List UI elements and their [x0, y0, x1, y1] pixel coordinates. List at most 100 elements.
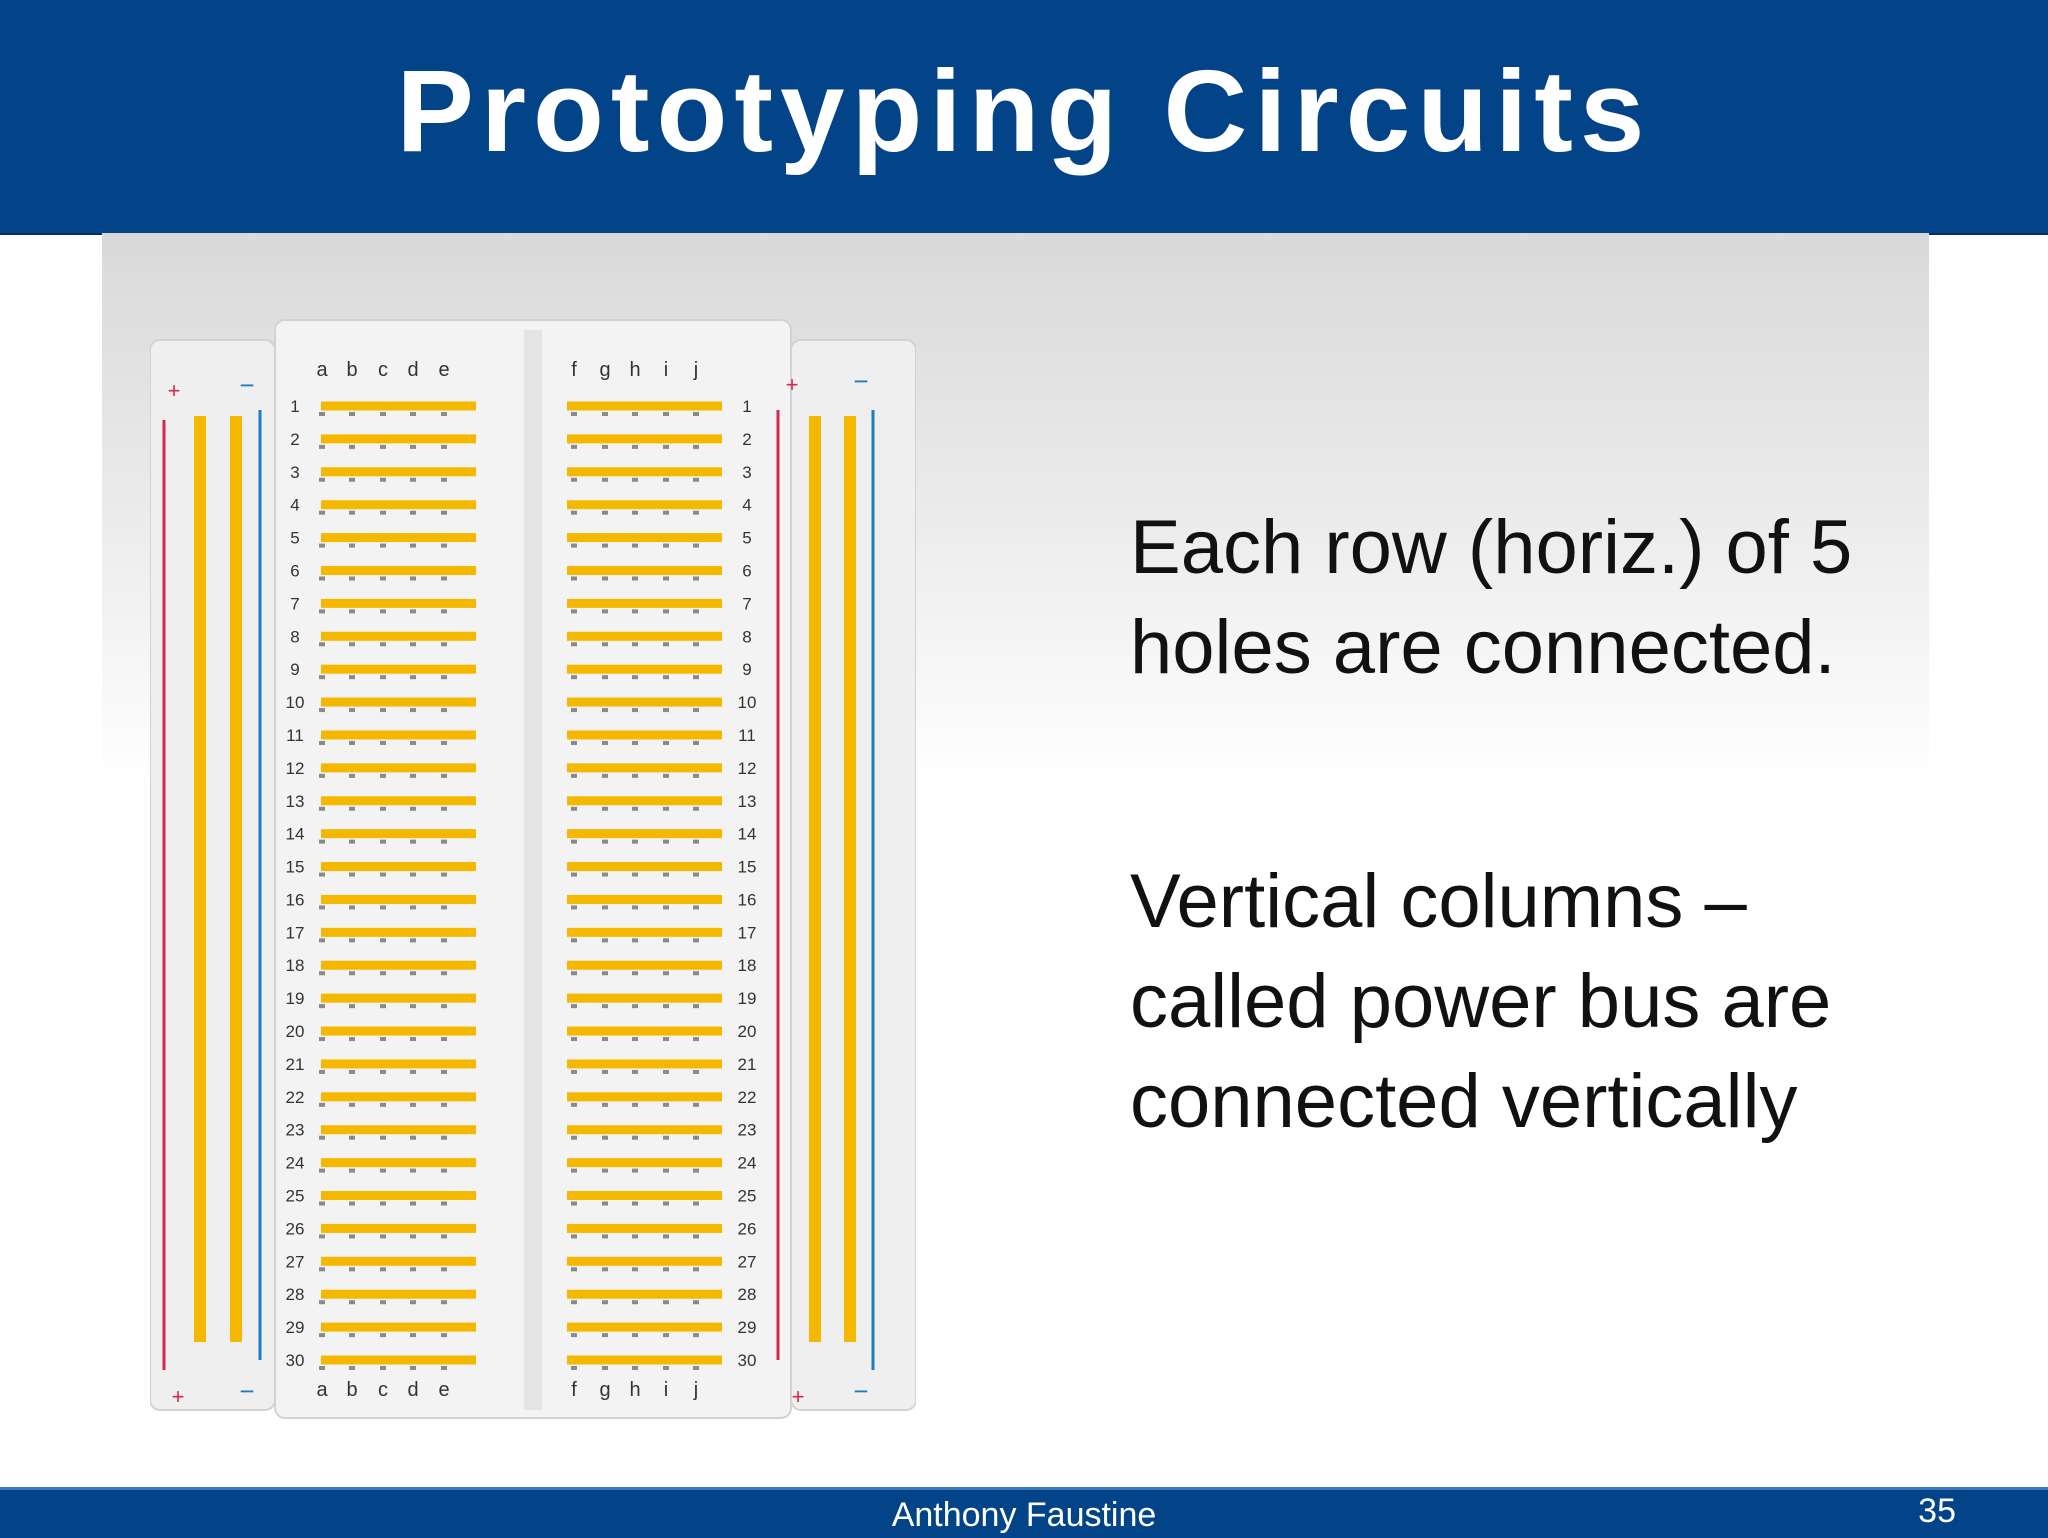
- column-letter: e: [438, 359, 449, 381]
- row-number: 12: [738, 759, 757, 778]
- hole: [349, 609, 355, 614]
- row-number: 6: [290, 561, 299, 580]
- row-strip-right: [567, 697, 722, 707]
- hole: [693, 1069, 699, 1074]
- row-strip-left: [321, 631, 476, 641]
- hole: [441, 1168, 447, 1173]
- hole: [349, 1168, 355, 1173]
- row-number: 24: [738, 1154, 757, 1173]
- row-number: 12: [286, 759, 305, 778]
- hole: [441, 642, 447, 647]
- hole: [349, 477, 355, 482]
- hole: [693, 1037, 699, 1042]
- row-strip-right: [567, 1092, 722, 1102]
- hole: [319, 1102, 325, 1107]
- row-number: 21: [286, 1055, 305, 1074]
- hole: [441, 444, 447, 449]
- row-number: 11: [286, 726, 304, 745]
- hole: [663, 642, 669, 647]
- hole: [663, 543, 669, 548]
- row-strip-left: [321, 1223, 476, 1233]
- column-letter: h: [629, 359, 640, 381]
- row-number: 30: [286, 1351, 305, 1370]
- hole: [632, 510, 638, 515]
- hole: [602, 872, 608, 877]
- hole: [693, 576, 699, 581]
- row-strip-right: [567, 500, 722, 510]
- row-strip-right: [567, 664, 722, 674]
- hole: [693, 477, 699, 482]
- hole: [441, 1102, 447, 1107]
- hole: [380, 1201, 386, 1206]
- hole: [663, 444, 669, 449]
- hole: [663, 1135, 669, 1140]
- hole: [319, 773, 325, 778]
- row-number: 22: [738, 1088, 757, 1107]
- hole: [602, 543, 608, 548]
- hole: [602, 806, 608, 811]
- hole: [663, 806, 669, 811]
- row-strip-right: [567, 960, 722, 970]
- right-power-strip: [844, 416, 856, 1342]
- row-strip-left: [321, 1322, 476, 1332]
- column-letter: f: [571, 1379, 577, 1401]
- hole: [319, 839, 325, 844]
- row-strip-left: [321, 401, 476, 411]
- hole: [602, 773, 608, 778]
- hole: [380, 1267, 386, 1272]
- hole: [380, 412, 386, 416]
- hole: [410, 412, 416, 416]
- row-number: 19: [286, 989, 305, 1008]
- hole: [663, 971, 669, 976]
- row-strip-left: [321, 434, 476, 444]
- row-strip-right: [567, 598, 722, 608]
- hole: [441, 412, 447, 416]
- row-number: 20: [738, 1022, 757, 1041]
- row-strip-right: [567, 1223, 722, 1233]
- row-number: 18: [286, 956, 305, 975]
- hole: [571, 675, 577, 680]
- hole: [349, 938, 355, 943]
- row-strip-right: [567, 401, 722, 411]
- hole: [349, 510, 355, 515]
- hole: [571, 1333, 577, 1338]
- hole: [632, 543, 638, 548]
- row-number: 5: [742, 529, 751, 548]
- row-strip-left: [321, 894, 476, 904]
- hole: [663, 1201, 669, 1206]
- hole: [571, 1201, 577, 1206]
- hole: [571, 1004, 577, 1009]
- row-strip-left: [321, 960, 476, 970]
- hole: [693, 543, 699, 548]
- hole: [441, 1234, 447, 1239]
- minus-sign: −: [853, 366, 868, 396]
- row-number: 24: [286, 1154, 305, 1173]
- hole: [663, 1037, 669, 1042]
- hole: [602, 675, 608, 680]
- hole: [319, 1300, 325, 1305]
- hole: [410, 1300, 416, 1305]
- row-strip-left: [321, 993, 476, 1003]
- row-strip-right: [567, 1256, 722, 1266]
- column-letter: j: [693, 359, 698, 381]
- row-strip-right: [567, 565, 722, 575]
- hole: [571, 1366, 577, 1370]
- row-number: 10: [286, 693, 305, 712]
- row-strip-left: [321, 467, 476, 477]
- hole: [349, 872, 355, 877]
- hole: [693, 642, 699, 647]
- hole: [602, 1135, 608, 1140]
- hole: [693, 412, 699, 416]
- hole: [410, 1234, 416, 1239]
- hole: [349, 1201, 355, 1206]
- hole: [632, 773, 638, 778]
- row-strip-left: [321, 565, 476, 575]
- hole: [410, 1102, 416, 1107]
- hole: [410, 740, 416, 745]
- row-strip-right: [567, 796, 722, 806]
- hole: [319, 609, 325, 614]
- hole: [380, 675, 386, 680]
- column-letter: d: [407, 359, 418, 381]
- hole: [571, 1135, 577, 1140]
